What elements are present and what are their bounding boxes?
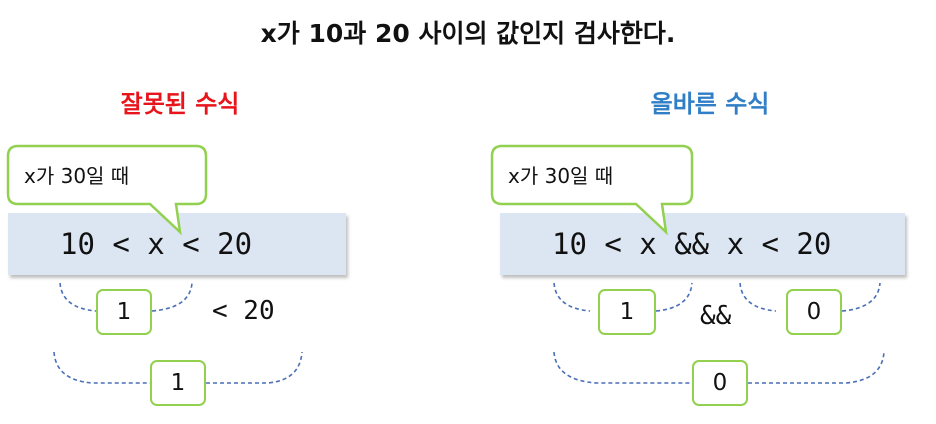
right-bubble-text: x가 30일 때 bbox=[508, 164, 614, 188]
right-step1-right-brace bbox=[739, 282, 881, 312]
right-step1-right-box: 0 bbox=[786, 289, 842, 335]
left-step1-remainder: < 20 bbox=[212, 296, 275, 326]
right-step1-left-brace bbox=[553, 282, 693, 312]
correct-expression: 10 < x && x < 20 bbox=[552, 227, 832, 261]
left-bubble-text: x가 30일 때 bbox=[24, 164, 130, 188]
left-step1-value-box: 1 bbox=[96, 289, 152, 335]
left-step1-brace bbox=[59, 282, 193, 312]
left-speech-bubble bbox=[6, 144, 208, 236]
wrong-expression-heading: 잘못된 수식 bbox=[120, 90, 240, 118]
right-result-box: 0 bbox=[692, 360, 748, 406]
wrong-expression: 10 < x < 20 bbox=[60, 227, 253, 261]
correct-expression-band bbox=[500, 213, 905, 275]
page-title: x가 10과 20 사이의 값인지 검사한다. bbox=[260, 19, 676, 48]
left-result-box: 1 bbox=[150, 360, 206, 406]
right-step1-operator: && bbox=[700, 301, 732, 331]
correct-expression-heading: 올바른 수식 bbox=[650, 90, 770, 118]
right-speech-bubble bbox=[490, 144, 694, 236]
right-result-brace bbox=[553, 351, 885, 384]
left-result-brace bbox=[53, 351, 303, 384]
right-step1-left-box: 1 bbox=[598, 289, 656, 335]
